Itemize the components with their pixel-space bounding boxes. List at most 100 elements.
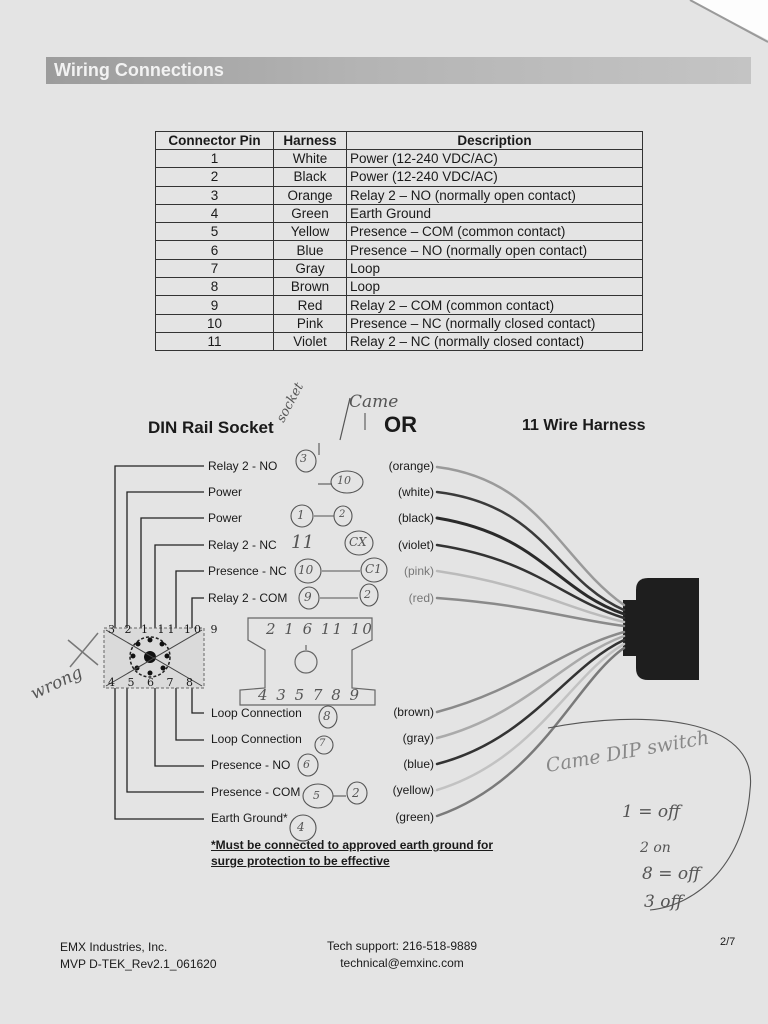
hand-circle-num: 11 bbox=[291, 532, 314, 553]
wire-color-label: (green) bbox=[395, 810, 434, 824]
cell-description: Presence – COM (common contact) bbox=[346, 222, 643, 242]
cell-description: Relay 2 – COM (common contact) bbox=[346, 295, 643, 315]
cell-harness: Brown bbox=[273, 277, 347, 297]
socket-pin: 5 bbox=[127, 676, 135, 689]
hand-circle-num: CX bbox=[349, 535, 367, 549]
hand-circle-num: 1 bbox=[297, 508, 305, 522]
hand-note-dip: 8 = off bbox=[642, 864, 701, 884]
terminal-label: Loop Connection bbox=[211, 706, 302, 720]
cell-description: Presence – NO (normally open contact) bbox=[346, 240, 643, 260]
hand-circle-num: 2 bbox=[364, 588, 371, 601]
hand-sketch-socket bbox=[239, 617, 376, 706]
cell-description: Relay 2 – NC (normally closed contact) bbox=[346, 331, 643, 352]
terminal-label: Relay 2 - NC bbox=[208, 538, 277, 552]
wire-color-label: (brown) bbox=[393, 705, 434, 719]
hand-circle-num: 5 bbox=[313, 789, 320, 802]
socket-pin: 7 bbox=[166, 676, 174, 689]
din-socket bbox=[103, 627, 205, 689]
page-number: 2/7 bbox=[720, 936, 736, 948]
socket-leader-lines-top bbox=[114, 465, 204, 628]
wire-color-label: (white) bbox=[397, 485, 434, 499]
terminal-label: Relay 2 - COM bbox=[208, 591, 288, 605]
footer-email: technical@emxinc.com bbox=[340, 956, 464, 970]
socket-pin: 8 bbox=[186, 676, 193, 689]
hand-note-dip: 1 = off bbox=[622, 802, 681, 822]
cell-description: Relay 2 – NO (normally open contact) bbox=[346, 185, 643, 205]
socket-pin: 4 bbox=[108, 676, 115, 689]
wire-color-label: (orange) bbox=[388, 459, 434, 473]
hand-note-dip: 3 off bbox=[644, 892, 683, 912]
harness-wires bbox=[435, 465, 626, 818]
footer-model: MVP D-TEK_Rev2.1_061620 bbox=[60, 957, 217, 971]
cell-harness: Violet bbox=[273, 331, 347, 352]
socket-pin: 1 bbox=[141, 623, 151, 636]
hand-circle-num: 8 bbox=[323, 709, 331, 723]
footer-left: EMX Industries, Inc. MVP D-TEK_Rev2.1_06… bbox=[60, 939, 217, 973]
section-header-bar: Wiring Connections bbox=[46, 57, 751, 84]
harness-title: 11 Wire Harness bbox=[522, 417, 646, 434]
section-title: Wiring Connections bbox=[54, 60, 224, 80]
socket-leader-lines-bottom bbox=[114, 688, 204, 820]
wire-color-label: (gray) bbox=[402, 731, 434, 745]
hand-circle-num: 3 bbox=[300, 452, 307, 465]
cell-description: Power (12-240 VDC/AC) bbox=[346, 167, 643, 187]
hand-circle-num: C1 bbox=[365, 562, 382, 576]
socket-pin: 6 bbox=[147, 676, 154, 689]
footer-support: Tech support: 216-518-9889 bbox=[326, 939, 478, 953]
hand-circle-num: 6 bbox=[303, 758, 310, 771]
wire-color-label: (pink) bbox=[403, 564, 434, 578]
terminal-label: Power bbox=[208, 511, 243, 525]
hand-cross-wrong bbox=[67, 632, 99, 668]
terminal-label: Loop Connection bbox=[211, 732, 302, 746]
socket-pin: 3 bbox=[108, 623, 118, 636]
socket-bottom-pins: 4 5 6 7 8 bbox=[108, 676, 193, 689]
socket-pin: 9 bbox=[210, 623, 221, 636]
hand-circle-num: 9 bbox=[304, 590, 312, 604]
wire-color-label: (black) bbox=[397, 511, 434, 525]
cell-description: Earth Ground bbox=[346, 203, 643, 224]
cell-harness: White bbox=[273, 148, 347, 169]
wire-color-label: (yellow) bbox=[392, 783, 434, 797]
cell-harness: Yellow bbox=[273, 222, 347, 242]
din-rail-title: DIN Rail Socket bbox=[148, 418, 274, 437]
hand-slash bbox=[339, 397, 351, 441]
terminal-label: Presence - NO bbox=[211, 758, 291, 772]
hand-arrows bbox=[314, 413, 366, 797]
terminal-label: Relay 2 - NO bbox=[208, 459, 278, 473]
note-line: surge protection to be effective bbox=[211, 854, 390, 868]
hand-note-came: Came bbox=[349, 392, 399, 412]
socket-pin: 2 bbox=[124, 623, 135, 636]
cell-harness: Gray bbox=[273, 258, 347, 279]
socket-pin: 10 bbox=[184, 623, 204, 636]
socket-top-pins: 3 2 1 11 10 9 bbox=[108, 623, 221, 636]
socket-pin: 11 bbox=[157, 623, 178, 636]
terminal-label: Presence - NC bbox=[208, 564, 287, 578]
hand-circle-num: 7 bbox=[319, 738, 326, 749]
wire-color-label: (violet) bbox=[397, 538, 434, 552]
wire-color-label: (blue) bbox=[403, 757, 434, 771]
earth-ground-note: *Must be connected to approved earth gro… bbox=[211, 837, 493, 869]
hand-circle-num: 10 bbox=[298, 563, 314, 577]
hand-sketch-top-pins: 2 1 6 11 10 bbox=[266, 620, 374, 638]
hand-sketch-bottom-pins: 4 3 5 7 8 9 bbox=[258, 686, 362, 704]
header-description: Description bbox=[346, 131, 643, 150]
terminal-label: Earth Ground* bbox=[211, 811, 288, 825]
or-label: OR bbox=[384, 412, 417, 437]
cell-harness: Blue bbox=[273, 240, 347, 260]
hand-circle-num: 10 bbox=[337, 474, 351, 487]
hand-circle-num: 2 bbox=[352, 786, 360, 800]
hand-circle-num: 2 bbox=[339, 509, 346, 520]
footer-company: EMX Industries, Inc. bbox=[60, 940, 168, 954]
note-line: *Must be connected to approved earth gro… bbox=[211, 838, 494, 852]
header-connector-pin: Connector Pin bbox=[155, 131, 274, 150]
hand-circle-num: 4 bbox=[297, 820, 305, 834]
harness-connector bbox=[623, 578, 699, 680]
